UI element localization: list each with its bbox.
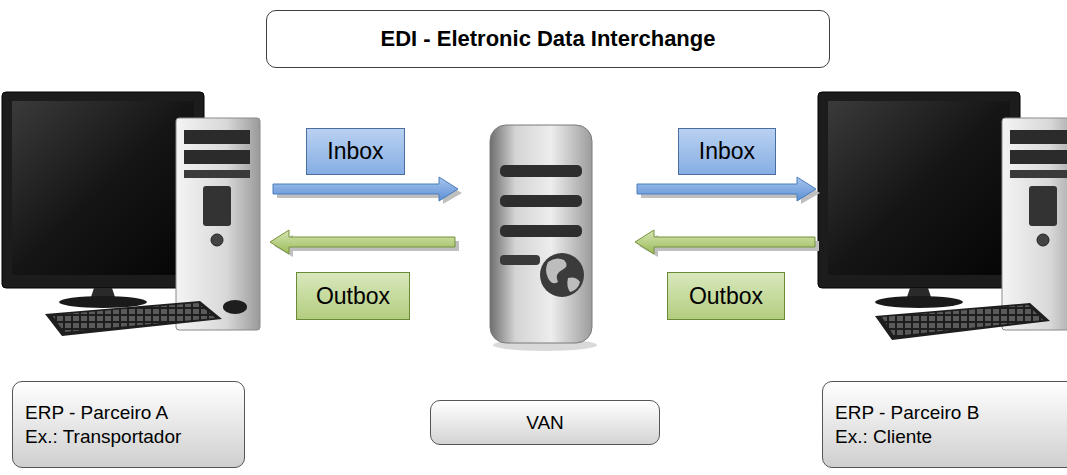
drawing-part	[875, 303, 1050, 340]
drawing-part	[500, 165, 582, 177]
drawing-part	[1010, 150, 1067, 164]
drawing-part	[45, 301, 222, 336]
computer-a	[2, 92, 260, 336]
node-text: Ex.: Cliente	[835, 425, 932, 449]
drawing-part	[490, 125, 592, 343]
drawing-part	[270, 230, 455, 254]
diagram-title: EDI - Eletronic Data Interchange	[381, 26, 716, 52]
node-text: Inbox	[327, 137, 383, 166]
erp-box: ERP - Parceiro AEx.: Transportador	[12, 381, 245, 468]
drawing-part	[1002, 118, 1067, 330]
node-text: Ex.: Transportador	[25, 425, 181, 449]
erp-box: ERP - Parceiro BEx.: Cliente	[822, 381, 1067, 468]
node-text: ERP - Parceiro B	[835, 401, 979, 425]
drawing-part	[184, 130, 250, 144]
drawing-part	[546, 258, 567, 283]
drawing-part	[635, 230, 815, 254]
drawing-part	[59, 296, 147, 308]
inbox-arrow-right	[637, 177, 820, 204]
drawing-part	[1029, 186, 1057, 226]
drawing-part	[184, 170, 250, 178]
node-text: Outbox	[689, 282, 763, 311]
outbox-arrow-right	[635, 230, 819, 257]
drawing-part	[818, 92, 1020, 288]
drawing-part	[1037, 234, 1049, 246]
title-box: EDI - Eletronic Data Interchange	[266, 10, 830, 68]
drawing-part	[500, 255, 540, 265]
inbox-arrow-left	[273, 177, 462, 204]
node-text: Inbox	[699, 137, 755, 166]
drawing-part	[828, 101, 1010, 275]
drawing-part	[1010, 130, 1067, 144]
van-box: VAN	[430, 400, 660, 445]
node-text: VAN	[526, 411, 564, 435]
drawing-part	[540, 253, 584, 297]
drawing-part	[637, 177, 816, 201]
drawing-part	[567, 278, 580, 293]
computer-b	[818, 92, 1067, 340]
drawing-part	[203, 186, 231, 226]
inbox-label-box: Inbox	[306, 128, 405, 175]
node-text: ERP - Parceiro A	[25, 401, 168, 425]
drawing-part	[273, 177, 458, 201]
node-text: Outbox	[316, 282, 390, 311]
drawing-part	[882, 305, 1043, 336]
inbox-label-box: Inbox	[678, 128, 776, 175]
outbox-label-box: Outbox	[296, 272, 410, 320]
drawing-part	[176, 118, 260, 330]
drawing-part	[52, 303, 215, 332]
drawing-part	[1010, 170, 1067, 178]
drawing-part	[500, 195, 582, 207]
drawing-part	[875, 296, 963, 308]
outbox-label-box: Outbox	[667, 272, 785, 320]
drawing-part	[223, 300, 247, 314]
drawing-part	[184, 150, 250, 164]
drawing-part	[2, 92, 204, 288]
drawing-part	[211, 234, 223, 246]
drawing-part	[12, 101, 194, 275]
drawing-part	[500, 225, 582, 237]
van-server	[490, 125, 597, 351]
outbox-arrow-left	[270, 230, 459, 257]
